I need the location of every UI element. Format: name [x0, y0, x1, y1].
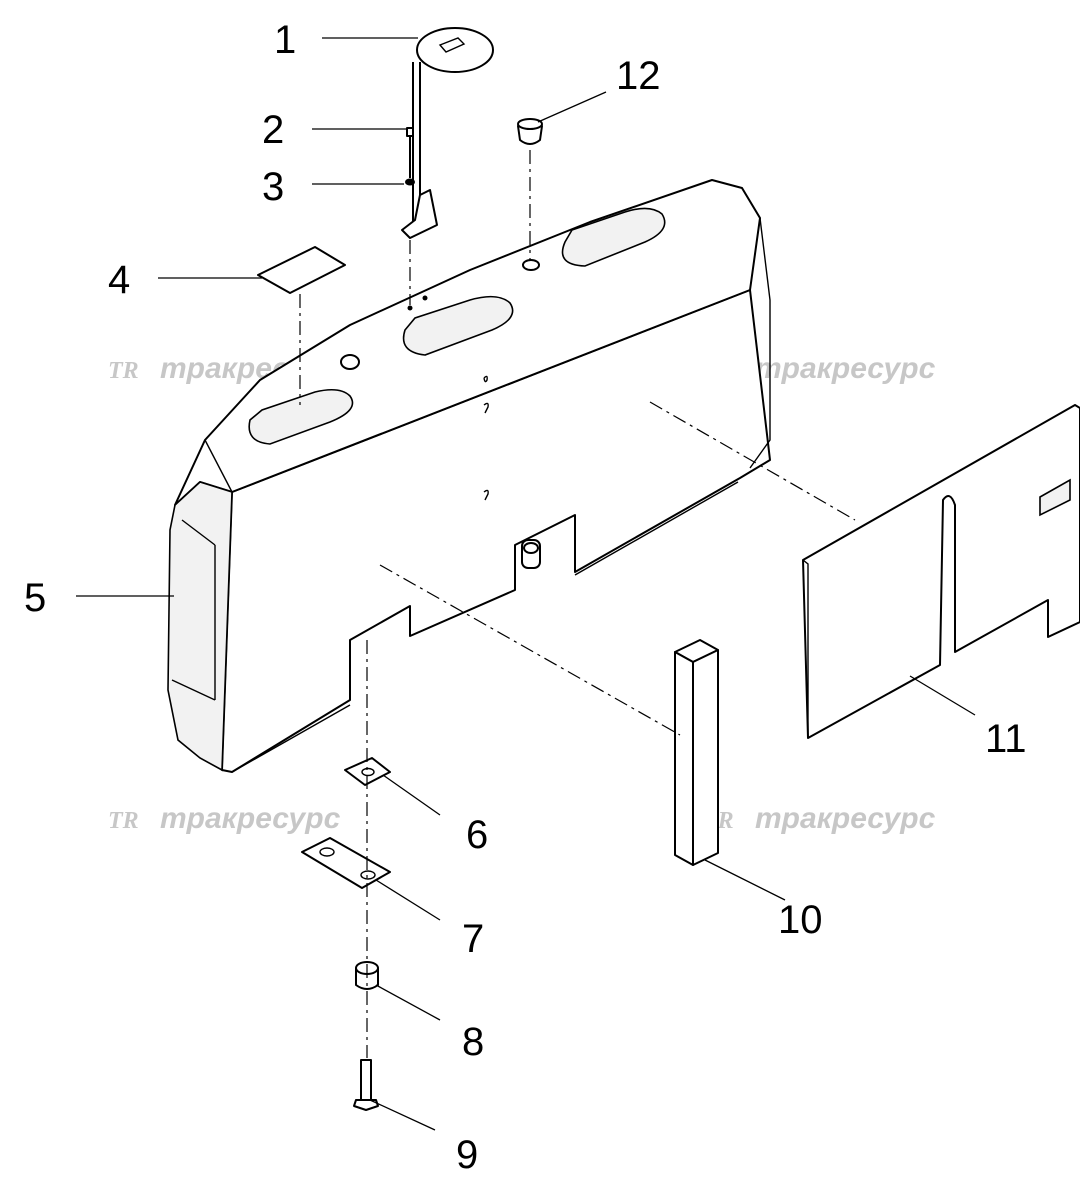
- watermark-bottom-right: TR тракресурс: [703, 802, 936, 835]
- part-12-plug: [517, 118, 543, 145]
- part-1-gauge-rod: [401, 27, 494, 239]
- callout-8: 8: [462, 1020, 484, 1064]
- callout-9: 9: [456, 1133, 478, 1177]
- svg-text:TR: TR: [108, 808, 139, 834]
- watermark-bottom-left: TR тракресурс: [108, 802, 341, 835]
- part-9-bolt: [353, 1059, 379, 1111]
- callout-6: 6: [466, 813, 488, 857]
- svg-text:тракресурс: тракресурс: [755, 802, 936, 835]
- watermark-top-right: TR тракресурс: [703, 352, 936, 385]
- part-2-screw: [406, 127, 414, 178]
- svg-text:TR: TR: [108, 358, 139, 384]
- svg-text:тракресурс: тракресурс: [755, 352, 936, 385]
- svg-text:тракресурс: тракресурс: [160, 802, 341, 835]
- callout-1: 1: [274, 18, 296, 62]
- part-3-washer: [405, 178, 415, 186]
- callout-7: 7: [462, 917, 484, 961]
- part-6-pad: [344, 757, 391, 786]
- part-7-plate: [301, 837, 391, 889]
- callout-12: 12: [616, 54, 661, 98]
- callout-3: 3: [262, 165, 284, 209]
- part-11-side-plate: [802, 404, 1080, 739]
- part-5-counterweight: [167, 179, 771, 773]
- part-10-bar: [674, 639, 719, 866]
- callout-10: 10: [778, 898, 823, 942]
- callout-11: 11: [985, 717, 1027, 761]
- callout-2: 2: [262, 108, 284, 152]
- part-4-label-plate: [257, 246, 346, 294]
- leader-lines: [76, 37, 976, 1131]
- assembly-axes: [299, 150, 856, 1058]
- callout-4: 4: [108, 258, 130, 302]
- callout-5: 5: [24, 576, 46, 620]
